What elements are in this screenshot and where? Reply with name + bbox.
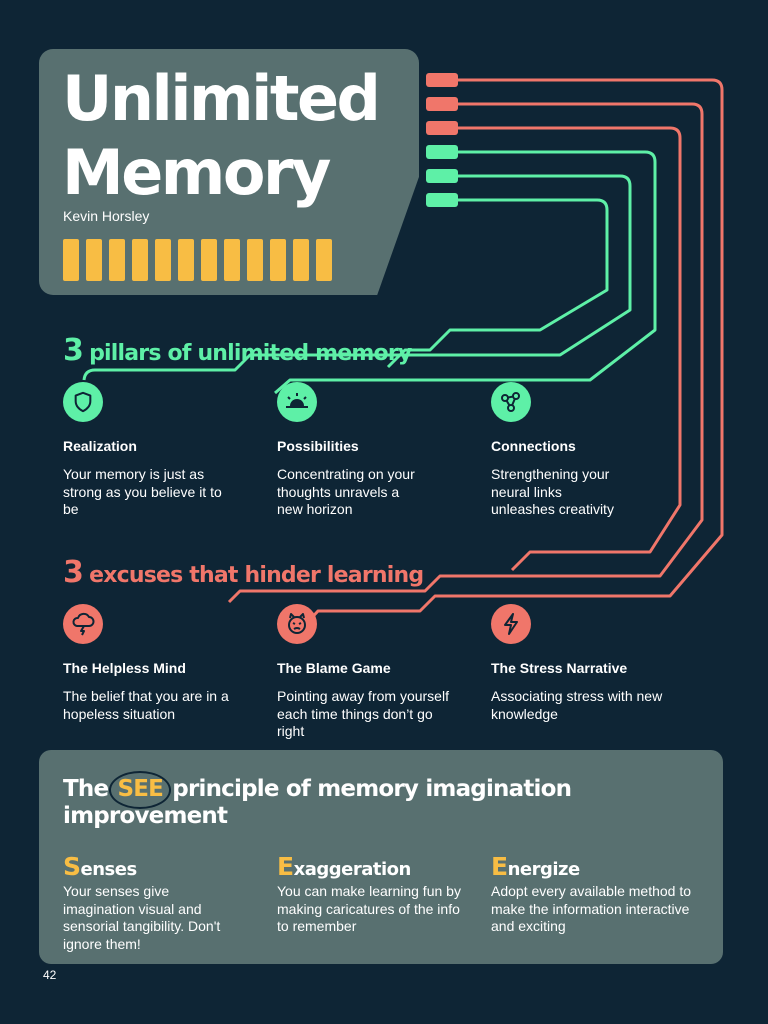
see-word-rest: xaggeration xyxy=(293,859,412,880)
see-col-desc: Adopt every available method to make the… xyxy=(491,883,692,935)
title-line-2: Memory xyxy=(62,136,331,209)
excuse-title: The Stress Narrative xyxy=(491,660,628,676)
see-col-desc: You can make learning fun by making cari… xyxy=(277,883,461,935)
see-heading: The SEE principle of memory imagination … xyxy=(63,771,623,830)
contact-bar xyxy=(178,239,194,281)
see-exaggeration: Exaggeration You can make learning fun b… xyxy=(277,852,487,936)
pillars-number: 3 xyxy=(63,333,84,368)
page-number: 42 xyxy=(43,968,57,982)
pillar-title: Realization xyxy=(63,438,137,454)
title-line-1: Unlimited xyxy=(62,62,381,135)
contact-bar xyxy=(224,239,240,281)
see-ring xyxy=(109,771,172,809)
see-title-before: The xyxy=(63,776,109,802)
sunrise-icon xyxy=(277,382,317,422)
excuses-title: excuses that hinder learning xyxy=(89,563,424,588)
excuse-desc: Associating stress with new knowledge xyxy=(491,688,663,722)
memory-card-contacts xyxy=(63,239,332,281)
excuse-blame-game: The Blame Game Pointing away from yourse… xyxy=(277,604,477,741)
see-letter: S xyxy=(63,852,81,881)
see-title-after: principle of memory imagination improvem… xyxy=(63,776,572,829)
shield-icon xyxy=(63,382,103,422)
excuse-title: The Helpless Mind xyxy=(63,660,186,676)
contact-bar xyxy=(132,239,148,281)
devil-face-icon xyxy=(277,604,317,644)
network-icon xyxy=(491,382,531,422)
pillar-connections: Connections Strengthening your neural li… xyxy=(491,382,691,519)
excuse-desc: The belief that you are in a hopeless si… xyxy=(63,688,229,722)
excuse-stress-narrative: The Stress Narrative Associating stress … xyxy=(491,604,691,723)
see-col-desc: Your senses give imagination visual and … xyxy=(63,883,221,952)
pillar-title: Possibilities xyxy=(277,438,359,454)
excuse-helpless-mind: The Helpless Mind The belief that you ar… xyxy=(63,604,263,723)
excuse-desc: Pointing away from yourself each time th… xyxy=(277,688,449,740)
see-word-rest: nergize xyxy=(507,859,581,880)
see-letter: E xyxy=(277,852,294,881)
pillar-desc: Your memory is just as strong as you bel… xyxy=(63,466,222,518)
book-title: Unlimited Memory xyxy=(62,62,422,210)
contact-bar xyxy=(155,239,171,281)
see-col-heading: Energize xyxy=(491,852,701,881)
contact-bar xyxy=(316,239,332,281)
contact-bar xyxy=(86,239,102,281)
see-energize: Energize Adopt every available method to… xyxy=(491,852,701,936)
see-col-heading: Senses xyxy=(63,852,273,881)
contact-bar xyxy=(201,239,217,281)
see-highlight: SEE xyxy=(109,771,172,809)
pillar-possibilities: Possibilities Concentrating on your thou… xyxy=(277,382,477,519)
pillar-title: Connections xyxy=(491,438,576,454)
contact-bar xyxy=(247,239,263,281)
storm-cloud-icon xyxy=(63,604,103,644)
see-word-rest: enses xyxy=(80,859,138,880)
excuse-title: The Blame Game xyxy=(277,660,391,676)
see-col-heading: Exaggeration xyxy=(277,852,487,881)
contact-bar xyxy=(109,239,125,281)
author-name: Kevin Horsley xyxy=(63,208,150,224)
excuses-number: 3 xyxy=(63,555,84,590)
contact-bar xyxy=(270,239,286,281)
pillar-realization: Realization Your memory is just as stron… xyxy=(63,382,263,519)
contact-bar xyxy=(293,239,309,281)
lightning-icon xyxy=(491,604,531,644)
pillar-desc: Strengthening your neural links unleashe… xyxy=(491,466,614,518)
see-letter: E xyxy=(491,852,508,881)
contact-bar xyxy=(63,239,79,281)
see-senses: Senses Your senses give imagination visu… xyxy=(63,852,273,953)
pillars-title: pillars of unlimited memory xyxy=(89,341,412,366)
pillar-desc: Concentrating on your thoughts unravels … xyxy=(277,466,415,518)
